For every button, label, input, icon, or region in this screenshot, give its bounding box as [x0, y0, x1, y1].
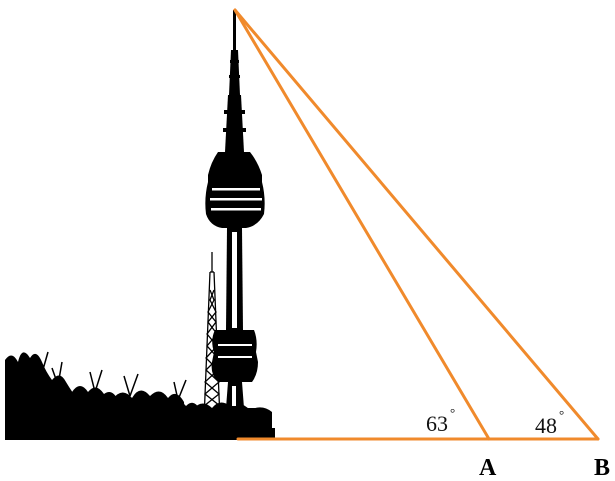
triangle-lines [233, 8, 600, 441]
sightline-b [233, 8, 600, 441]
point-label-a: A [479, 455, 497, 481]
angle-label-a: 63 [426, 411, 448, 436]
angle-degree-b: ° [559, 407, 564, 422]
tower-silhouette [205, 10, 272, 440]
angle-degree-a: ° [450, 405, 455, 420]
tower-highlights [210, 188, 262, 406]
point-label-b: B [594, 455, 610, 481]
sightline-a [233, 8, 491, 441]
angle-label-b: 48 [535, 413, 557, 438]
